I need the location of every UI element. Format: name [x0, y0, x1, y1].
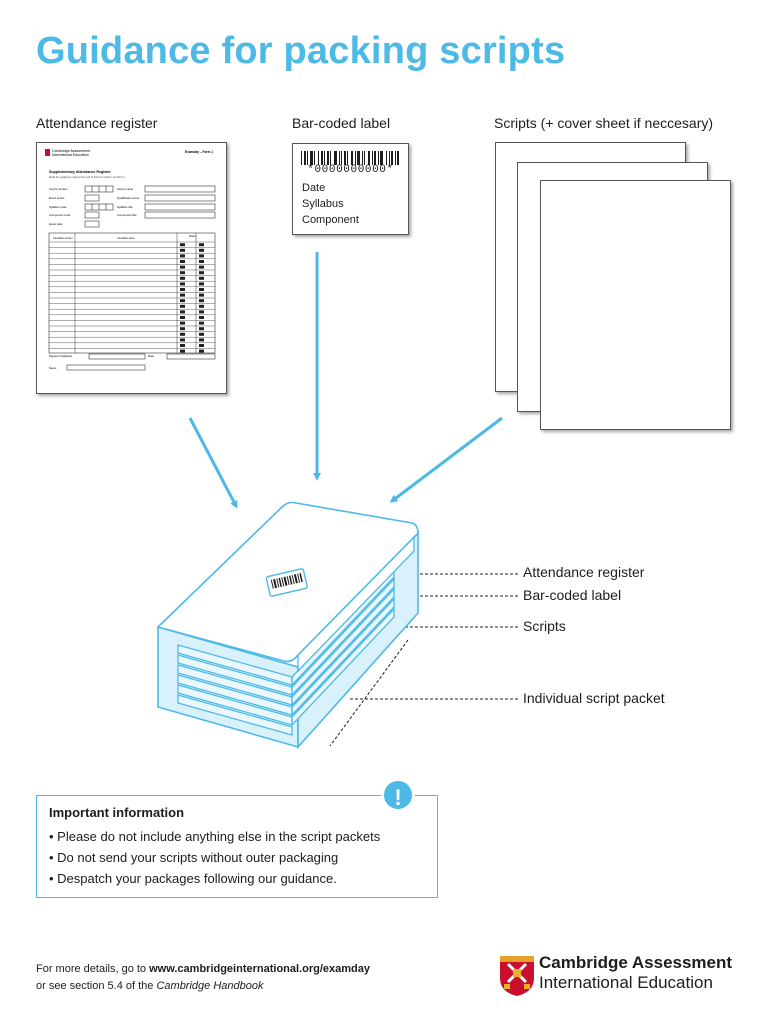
svg-text:Component title: Component title — [117, 213, 137, 217]
attendance-register-label: Attendance register — [36, 115, 158, 131]
register-table: Candidate number Candidate name Status — [48, 232, 216, 354]
scripts-label: Scripts (+ cover sheet if neccesary) — [494, 115, 714, 131]
cambridge-logo-text: Cambridge Assessment International Educa… — [539, 953, 732, 993]
callout-scripts: Scripts — [523, 618, 566, 634]
register-form-ref: Examday – Form 1 — [185, 150, 213, 154]
svg-text:Centre name: Centre name — [117, 187, 134, 191]
footer-url-link[interactable]: www.cambridgeinternational.org/examday — [149, 963, 370, 975]
register-signed-label: Signed (invigilator) — [49, 354, 72, 358]
cambridge-shield-logo — [500, 956, 534, 996]
svg-text:Exam date: Exam date — [49, 222, 63, 226]
bar-label-syllabus: Syllabus — [302, 198, 344, 210]
info-item: • Despatch your packages following our g… — [49, 871, 337, 886]
svg-text:Centre number: Centre number — [49, 187, 68, 191]
register-heading: Supplementary Attendance Register — [49, 170, 111, 174]
register-org-line2: International Education — [52, 153, 89, 157]
register-date-label: Date — [148, 354, 154, 358]
page-title: Guidance for packing scripts — [36, 30, 566, 72]
important-information-box: Important information • Please do not in… — [36, 795, 438, 898]
svg-text:Component code: Component code — [49, 213, 71, 217]
callout-bar-coded-label: Bar-coded label — [523, 587, 622, 603]
logo-line1: Cambridge Assessment — [539, 953, 733, 972]
bar-label-component: Component — [302, 214, 359, 226]
script-packet-illustration — [156, 501, 419, 750]
callout-attendance-register: Attendance register — [523, 564, 645, 580]
arrow-from-scripts — [389, 416, 503, 503]
register-name-label: Name — [49, 366, 57, 370]
callout-individual-script-packet: Individual script packet — [523, 690, 665, 706]
barcode-number: *0000000000* — [307, 164, 394, 176]
footer-text: For more details, go to www.cambridgeint… — [36, 961, 370, 995]
barcode-icon — [301, 151, 399, 165]
svg-text:Syllabus title: Syllabus title — [117, 205, 133, 209]
register-col-status: Status — [189, 235, 197, 238]
packet-barcode-sticker — [265, 568, 308, 597]
footer-line1-prefix: For more details, go to — [36, 963, 150, 975]
arrow-from-register — [188, 417, 238, 509]
bar-coded-label-card: *0000000000* Date Syllabus Component — [292, 143, 409, 235]
footer-line2-prefix: or see section 5.4 of the — [36, 980, 157, 992]
svg-text:Syllabus code: Syllabus code — [49, 205, 67, 209]
bar-label-date: Date — [302, 182, 326, 194]
register-col-candidate-number: Candidate number — [53, 237, 73, 240]
exclamation-icon: ! — [381, 778, 415, 812]
script-page-front — [540, 180, 731, 430]
svg-text:Exam series: Exam series — [49, 196, 65, 200]
attendance-register-drawing: Cambridge Assessment International Educa… — [45, 149, 216, 371]
register-crest-icon — [45, 149, 50, 156]
info-item: • Please do not include anything else in… — [49, 829, 381, 844]
attendance-register-sheet: Cambridge Assessment International Educa… — [36, 142, 227, 394]
logo-line2: International Education — [539, 973, 713, 992]
register-org-line1: Cambridge Assessment — [52, 149, 90, 153]
register-col-candidate-name: Candidate name — [117, 237, 135, 240]
svg-text:Qualification level: Qualification level — [117, 196, 139, 200]
important-information-heading: Important information — [49, 805, 185, 820]
bar-coded-label-label: Bar-coded label — [292, 115, 391, 131]
footer-handbook: Cambridge Handbook — [156, 980, 264, 992]
register-fields: Centre number Exam series Syllabus code … — [49, 187, 139, 226]
info-item: • Do not send your scripts without outer… — [49, 850, 339, 865]
register-instruction: Read the guidance notes at the end of th… — [49, 175, 126, 179]
